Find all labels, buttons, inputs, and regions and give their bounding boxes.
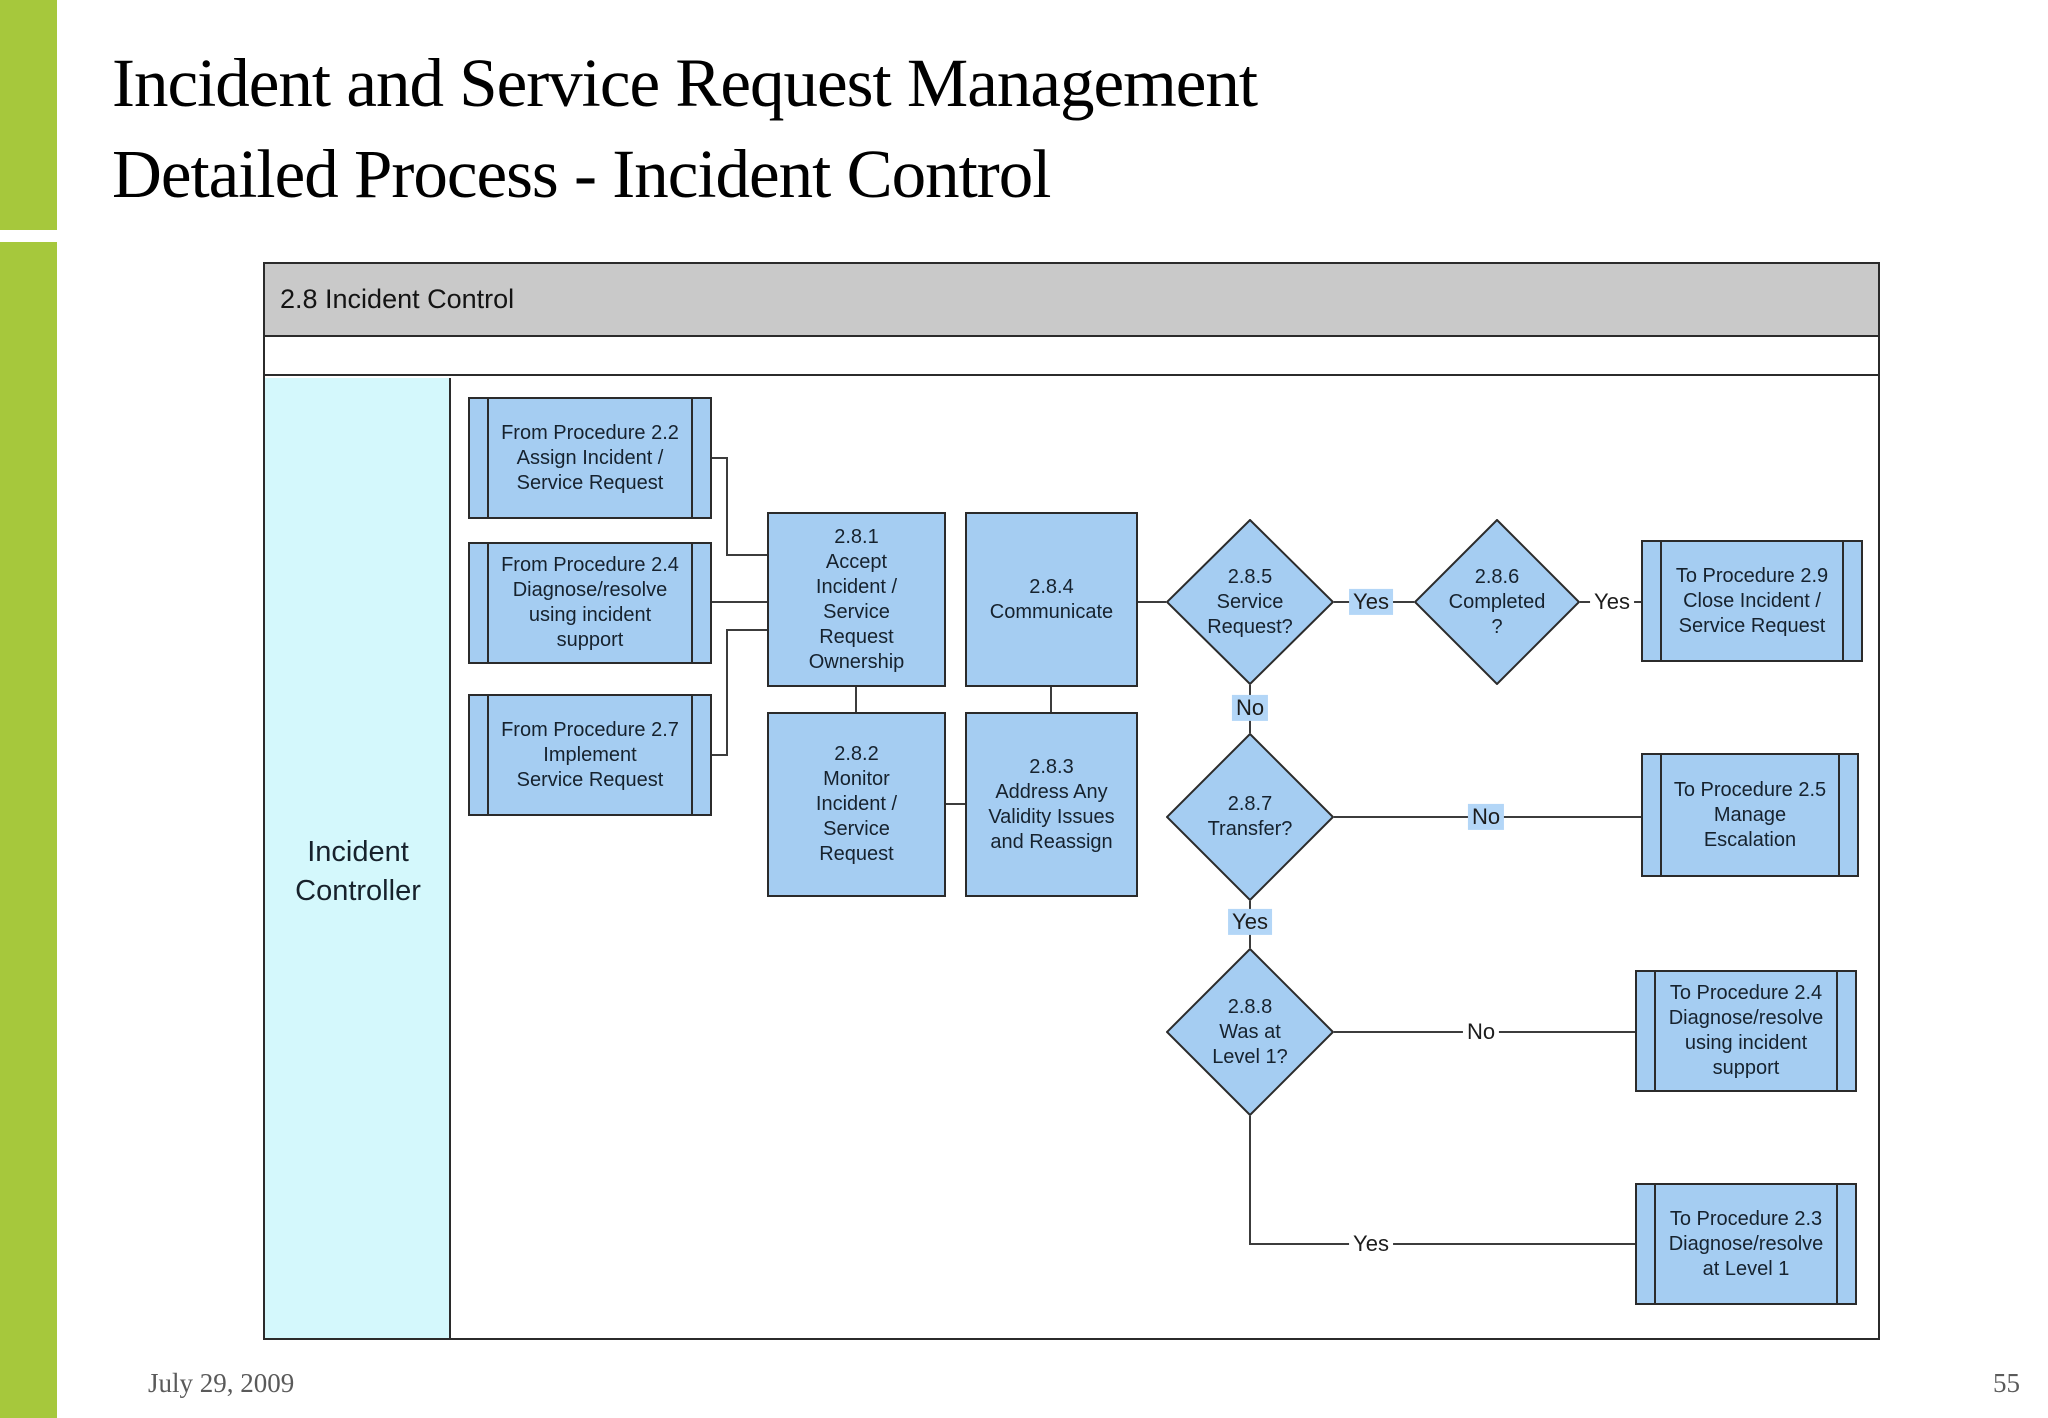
node-2-8-3-label: Address Any Validity Issues and Reassign: [988, 780, 1115, 853]
node-2-8-2-monitor: 2.8.2 Monitor Incident / Service Request: [767, 712, 946, 897]
decision-2-8-5-label: Service Request?: [1207, 590, 1293, 638]
diamond-shape: [1166, 733, 1334, 901]
flowchart-subband: [265, 339, 1878, 376]
node-2-8-4-code: 2.8.4: [1029, 575, 1074, 598]
decision-2-8-6-completed: 2.8.6 Completed ?: [1414, 519, 1580, 685]
decision-2-8-5-service-request: 2.8.5 Service Request?: [1166, 519, 1334, 685]
decision-2-8-8-code: 2.8.8: [1227, 995, 1273, 1018]
decision-2-8-6-code: 2.8.6: [1474, 565, 1520, 588]
edge-label-yes-285: Yes: [1349, 588, 1393, 616]
diamond-shape: [1414, 519, 1580, 685]
decision-2-8-7-transfer: 2.8.7 Transfer?: [1166, 733, 1334, 901]
node-2-8-1-label: Accept Incident / Service Request Owners…: [808, 550, 905, 673]
node-2-8-3-address-validity: 2.8.3 Address Any Validity Issues and Re…: [965, 712, 1138, 897]
decision-2-8-8-was-at-level1: 2.8.8 Was at Level 1?: [1166, 948, 1334, 1116]
node-to-procedure-2-5: To Procedure 2.5 Manage Escalation: [1641, 753, 1859, 877]
edge-label-no-285: No: [1231, 694, 1269, 722]
swimlane-label: Incident Controller: [295, 836, 421, 908]
node-2-8-1-accept-ownership: 2.8.1 Accept Incident / Service Request …: [767, 512, 946, 687]
node-2-8-2-label: Monitor Incident / Service Request: [815, 768, 898, 865]
page-number: 55: [1993, 1368, 2020, 1398]
node-2-8-3-code: 2.8.3: [1029, 755, 1074, 778]
node-to-procedure-2-9: To Procedure 2.9 Close Incident / Servic…: [1641, 540, 1863, 662]
diamond-shape: [1166, 519, 1334, 685]
decision-2-8-7-label: Transfer?: [1207, 818, 1293, 840]
swimlane-incident-controller: [265, 378, 451, 1338]
slide-title-line1: Incident and Service Request Management: [112, 45, 1258, 121]
node-to-procedure-2-4: To Procedure 2.4 Diagnose/resolve using …: [1635, 970, 1857, 1092]
node-2-8-2-code: 2.8.2: [834, 743, 879, 765]
edge-label-yes-287: Yes: [1228, 908, 1272, 936]
flowchart-lane-body: Incident Controller: [265, 378, 1878, 1338]
node-from-procedure-2-7: From Procedure 2.7 Implement Service Req…: [468, 694, 712, 816]
footer-date: July 29, 2009: [148, 1368, 295, 1398]
decision-2-8-5-code: 2.8.5: [1227, 565, 1273, 588]
flowchart-header-title: 2.8 Incident Control: [280, 284, 515, 314]
node-to-procedure-2-3: To Procedure 2.3 Diagnose/resolve at Lev…: [1635, 1183, 1857, 1305]
flowchart-header: 2.8 Incident Control: [265, 264, 1878, 337]
slide-title-line2: Detailed Process - Incident Control: [112, 136, 1051, 213]
accent-bar-top: [0, 0, 57, 230]
flowchart-frame: 2.8 Incident Control Incident Controller…: [263, 262, 1880, 1340]
edge-label-no-287: No: [1467, 803, 1505, 831]
node-from-procedure-2-4: From Procedure 2.4 Diagnose/resolve usin…: [468, 542, 712, 664]
slide-title: Incident and Service Request Management …: [112, 38, 1872, 220]
node-2-8-1-code: 2.8.1: [834, 525, 879, 548]
edge-label-yes-288: Yes: [1349, 1230, 1393, 1258]
node-from-procedure-2-2: From Procedure 2.2 Assign Incident / Ser…: [468, 397, 712, 519]
edge-label-no-288: No: [1462, 1018, 1500, 1046]
accent-bar-bottom: [0, 242, 57, 1418]
edge-label-yes-286: Yes: [1590, 588, 1634, 616]
node-2-8-4-communicate: 2.8.4 Communicate: [965, 512, 1138, 687]
decision-2-8-7-code: 2.8.7: [1227, 793, 1273, 815]
decision-2-8-6-label: Completed ?: [1448, 590, 1546, 638]
diamond-shape: [1166, 948, 1334, 1116]
decision-2-8-8-label: Was at Level 1?: [1212, 1020, 1288, 1068]
node-2-8-4-label: Communicate: [989, 600, 1114, 623]
